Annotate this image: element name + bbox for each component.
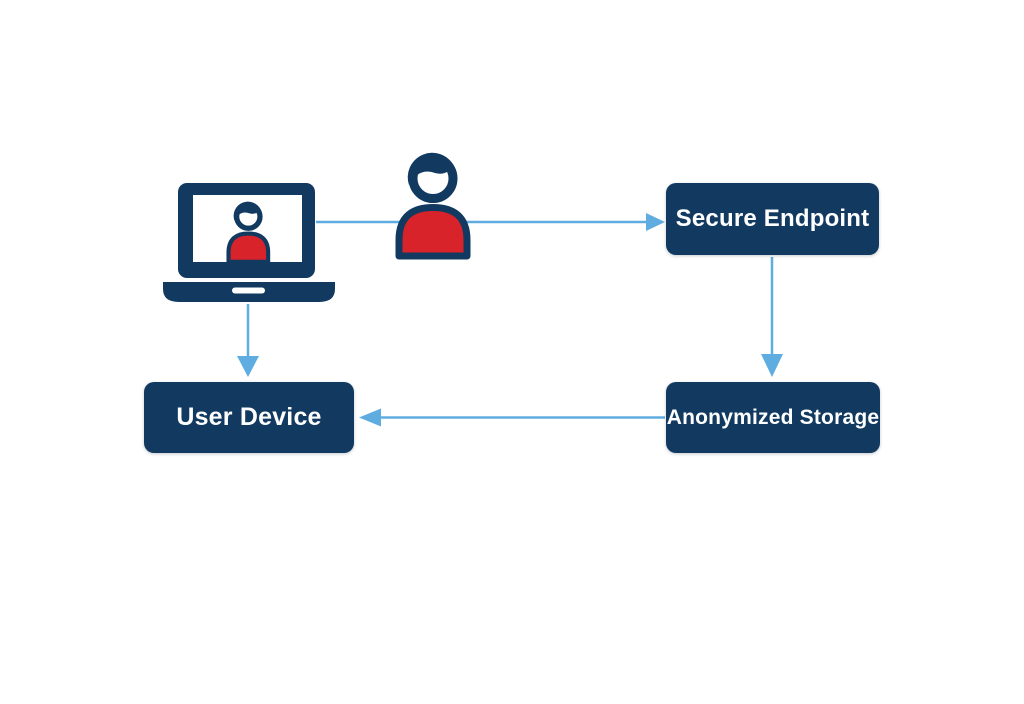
user-icon: [393, 150, 477, 262]
arrowhead-right-icon: [646, 213, 665, 231]
laptop-base: [163, 282, 335, 302]
arrow-secure-endpoint-to-anonymized-storage: [761, 257, 783, 377]
arrowhead-left-icon: [359, 408, 381, 427]
node-secure-endpoint: Secure Endpoint: [666, 183, 879, 255]
arrowhead-down-icon: [237, 356, 259, 377]
laptop-trackpad-notch: [232, 287, 265, 294]
node-label: User Device: [176, 403, 322, 431]
arrow-anonymized-storage-to-user-device: [359, 408, 665, 427]
arrow-laptop-to-user-device: [237, 304, 259, 377]
node-label: Secure Endpoint: [675, 205, 870, 232]
node-anonymized-storage: Anonymized Storage: [666, 382, 880, 453]
laptop-screen: [178, 183, 315, 278]
node-label: Anonymized Storage: [666, 405, 880, 429]
laptop-icon: [163, 183, 335, 302]
arrow-laptop-to-secure-endpoint: [316, 213, 665, 231]
node-user-device: User Device: [144, 382, 354, 453]
user-shape: [399, 153, 467, 256]
arrowhead-down-icon: [761, 354, 783, 377]
